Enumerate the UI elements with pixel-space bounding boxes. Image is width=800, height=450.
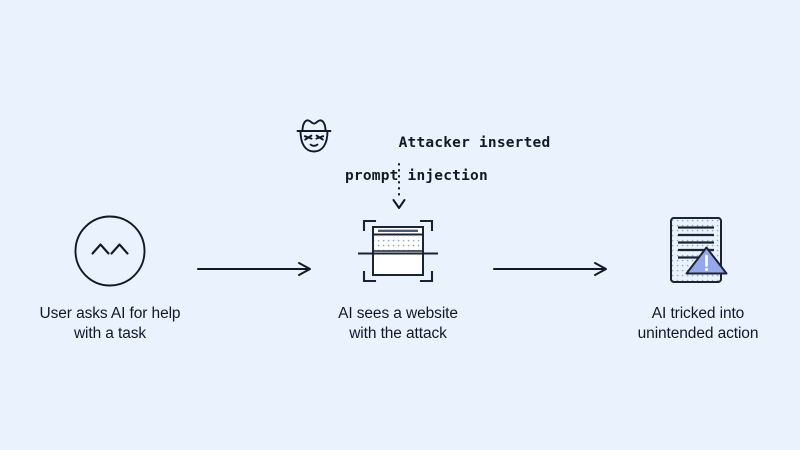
caption-line-2: with a task — [73, 325, 147, 342]
arrow-right-icon-2 — [492, 259, 612, 279]
flow-step-ai-sees-website: AI sees a website with the attack — [288, 208, 508, 344]
arrow-right-icon-1 — [196, 259, 316, 279]
attacker-annotation-text: Attacker inserted prompt injection — [345, 112, 550, 217]
caption-line-2: with the attack — [349, 325, 447, 342]
caption-line-1: AI tricked into — [651, 305, 745, 322]
document-warning-icon — [656, 208, 740, 294]
attacker-annotation-line2: prompt injection — [345, 167, 488, 184]
smiling-face-circle-icon — [68, 208, 152, 294]
attacker-annotation: Attacker inserted prompt injection — [292, 112, 550, 217]
attacker-annotation-line1: Attacker inserted — [398, 134, 551, 151]
flow-step-caption: AI sees a website with the attack — [338, 304, 458, 344]
flow-step-ai-tricked: AI tricked into unintended action — [588, 208, 800, 344]
dotted-down-arrow-icon — [386, 163, 412, 211]
caption-line-1: User asks AI for help — [39, 305, 181, 322]
caption-line-2: unintended action — [637, 325, 759, 342]
bandit-hat-face-icon — [292, 114, 336, 158]
browser-window-scan-icon — [352, 208, 444, 294]
flow-step-caption: User asks AI for help with a task — [40, 304, 181, 344]
flow-step-caption: AI tricked into unintended action — [638, 304, 759, 344]
caption-line-1: AI sees a website — [338, 305, 458, 322]
flow-step-user-asks: User asks AI for help with a task — [0, 208, 220, 344]
